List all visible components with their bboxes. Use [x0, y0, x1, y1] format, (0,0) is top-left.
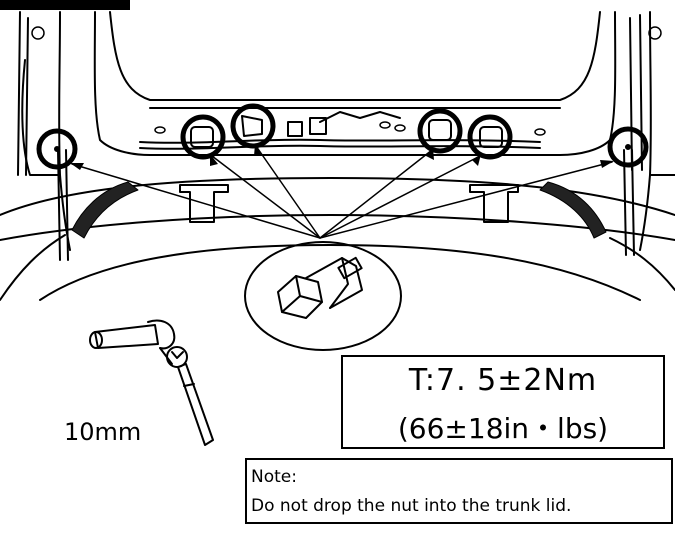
header-bar — [0, 0, 130, 10]
fastener-markers — [36, 103, 649, 170]
note-box: Note: Do not drop the nut into the trunk… — [245, 458, 673, 524]
fastener-heads — [54, 115, 631, 152]
torque-spec-box: T:7. 5±2Nm (66±18in・lbs) — [341, 355, 665, 449]
torque-imperial-value: (66±18in・lbs) — [397, 412, 609, 445]
fastener-circle — [467, 114, 513, 160]
wiring-harness — [139, 111, 541, 150]
trunk-lid-frame — [17, 11, 675, 251]
fastener-circle — [180, 114, 226, 160]
mounting-holes — [31, 26, 662, 136]
note-text: Do not drop the nut into the trunk lid. — [251, 496, 572, 516]
fastener-circle — [607, 126, 649, 168]
fastener-circle — [417, 108, 463, 154]
note-title: Note: — [251, 467, 297, 487]
nut-detail-icon — [244, 241, 402, 351]
leader-arrows — [71, 145, 613, 239]
socket-size-label: 10mm — [64, 418, 142, 446]
harness-pads — [71, 181, 607, 239]
latch-brackets — [179, 184, 519, 223]
arrow-heads — [70, 144, 614, 170]
torque-value: T:7. 5±2Nm — [408, 363, 598, 398]
fastener-circle — [230, 103, 276, 149]
socket-wrench-icon — [89, 319, 214, 446]
fastener-circle — [36, 128, 78, 170]
